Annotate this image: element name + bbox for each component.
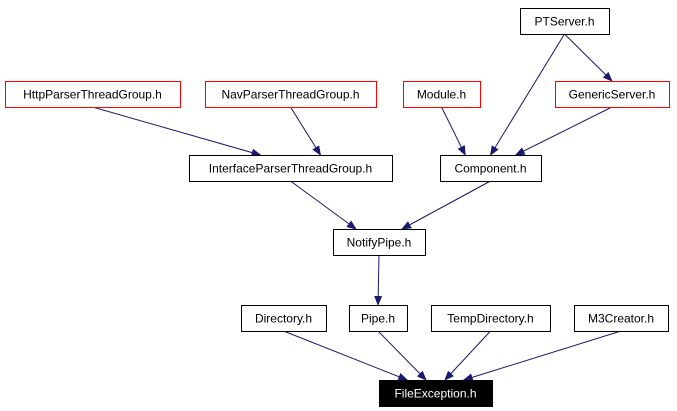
node-box (5, 81, 181, 108)
edge-directory-to-fileexception (283, 330, 409, 381)
node-ptserver[interactable]: PTServer.h (520, 8, 610, 35)
node-genericserver[interactable]: GenericServer.h (555, 81, 670, 108)
node-module[interactable]: Module.h (403, 81, 481, 108)
node-label: TempDirectory.h (447, 312, 533, 326)
node-label: Pipe.h (361, 312, 395, 326)
node-label: InterfaceParserThreadGroup.h (209, 162, 372, 176)
node-box (431, 305, 551, 332)
node-label: NotifyPipe.h (347, 236, 412, 250)
node-label: NavParserThreadGroup.h (221, 88, 359, 102)
edge-module-to-component (441, 106, 466, 156)
node-label: GenericServer.h (569, 88, 656, 102)
node-pipe[interactable]: Pipe.h (349, 305, 408, 332)
node-box (205, 81, 377, 108)
node-box (403, 81, 481, 108)
node-directory[interactable]: Directory.h (241, 305, 327, 332)
node-box (574, 305, 669, 332)
node-box (555, 81, 670, 108)
node-label: FileException.h (394, 387, 476, 401)
node-label: HttpParserThreadGroup.h (23, 88, 162, 102)
node-box (379, 380, 493, 407)
node-label: M3Creator.h (588, 312, 654, 326)
node-m3creator[interactable]: M3Creator.h (574, 305, 669, 332)
node-box (241, 305, 327, 332)
edge-component-to-notifypipe (401, 180, 491, 230)
edge-ptserver-to-component (489, 33, 565, 156)
edge-ptserver-to-genericserver (564, 33, 613, 82)
node-box (189, 155, 393, 182)
node-label: Directory.h (255, 312, 312, 326)
node-box (520, 8, 610, 35)
edge-pipe-to-fileexception (377, 330, 427, 381)
node-navparser[interactable]: NavParserThreadGroup.h (205, 81, 377, 108)
node-label: Module.h (417, 88, 466, 102)
edges-layer (92, 33, 622, 382)
node-notifypipe[interactable]: NotifyPipe.h (333, 229, 426, 256)
node-fileexception[interactable]: FileException.h (379, 380, 493, 407)
node-box (333, 229, 426, 256)
edge-genericserver-to-component (514, 106, 613, 156)
node-label: Component.h (454, 162, 526, 176)
edge-tempdirectory-to-fileexception (444, 330, 491, 381)
node-httpparser[interactable]: HttpParserThreadGroup.h (5, 81, 181, 108)
node-interfaceparser[interactable]: InterfaceParserThreadGroup.h (189, 155, 393, 182)
edge-httpparser-to-interfaceparser (92, 106, 262, 157)
node-box (349, 305, 408, 332)
edge-notifypipe-to-pipe (374, 254, 383, 306)
edge-interfaceparser-to-notifypipe (290, 180, 357, 230)
node-tempdirectory[interactable]: TempDirectory.h (431, 305, 551, 332)
node-component[interactable]: Component.h (440, 155, 542, 182)
edge-m3creator-to-fileexception (462, 330, 622, 382)
node-box (440, 155, 542, 182)
edge-navparser-to-interfaceparser (290, 106, 322, 156)
node-label: PTServer.h (534, 15, 594, 29)
